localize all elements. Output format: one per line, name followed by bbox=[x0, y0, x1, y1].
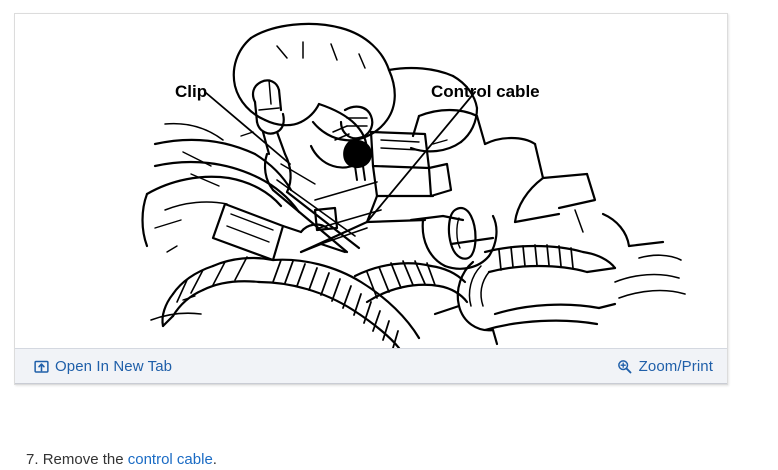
figure-panel: Clip Control cable Open In New Tab bbox=[14, 13, 728, 385]
open-in-new-tab-link[interactable]: Open In New Tab bbox=[33, 358, 172, 374]
callout-label-clip: Clip bbox=[175, 82, 207, 101]
control-cable-link[interactable]: control cable bbox=[127, 451, 213, 468]
zoom-print-label: Zoom/Print bbox=[638, 357, 713, 375]
callout-label-control-cable: Control cable bbox=[431, 82, 540, 101]
figure-toolbar: Open In New Tab Zoom/Print bbox=[15, 348, 727, 384]
step-number: 7. bbox=[26, 451, 43, 468]
service-diagram-illustration: Clip Control cable bbox=[15, 14, 727, 348]
figure-image[interactable]: Clip Control cable bbox=[15, 14, 727, 348]
open-in-new-tab-icon bbox=[33, 358, 49, 374]
zoom-print-link[interactable]: Zoom/Print bbox=[617, 358, 713, 374]
step-text-before: Remove the bbox=[42, 451, 128, 468]
step-text-after: . bbox=[212, 451, 217, 468]
open-in-new-tab-label: Open In New Tab bbox=[55, 357, 173, 375]
magnifier-plus-icon bbox=[617, 358, 633, 374]
step-instruction: 7. Remove the control cable. bbox=[26, 450, 217, 470]
